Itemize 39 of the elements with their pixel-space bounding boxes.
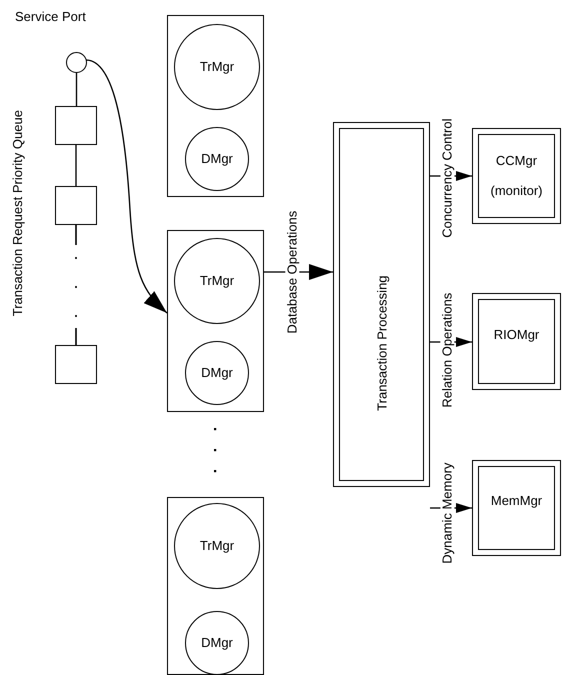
manager-circle [185, 341, 249, 405]
node-label: Transaction Processing [375, 275, 390, 411]
port-circle [66, 52, 87, 73]
process-box [333, 122, 430, 487]
queue-slot [55, 106, 97, 145]
queue-slot [55, 186, 97, 225]
edge-label: Dynamic Memory [440, 462, 454, 565]
node-label: RIOMgr [494, 326, 540, 342]
edge-label: Concurrency Control [440, 118, 454, 239]
queue-label: Transaction Request Priority Queue [10, 110, 26, 316]
connector-line [75, 225, 77, 345]
node-label: DMgr [201, 365, 233, 381]
process-box [472, 460, 561, 556]
node-label: DMgr [201, 635, 233, 651]
container-box [167, 15, 264, 197]
manager-circle [174, 238, 260, 324]
node-label: TrMgr [200, 59, 234, 75]
node-label: (monitor) [490, 183, 542, 199]
edge-label: Database Operations [284, 210, 300, 335]
arrow [86, 59, 168, 314]
process-box [472, 293, 561, 390]
queue-slot [55, 345, 97, 384]
manager-circle [174, 24, 260, 110]
container-box [167, 497, 264, 675]
connector-line [76, 73, 78, 106]
manager-circle [174, 503, 260, 589]
arrow [264, 264, 333, 280]
connector-line [75, 145, 77, 186]
node-label: DMgr [201, 151, 233, 167]
container-box [167, 230, 264, 412]
node-label: TrMgr [200, 538, 234, 554]
node-label: TrMgr [200, 273, 234, 289]
manager-circle [185, 127, 249, 191]
node-label: MemMgr [490, 493, 542, 509]
node-label: CCMgr [496, 153, 538, 169]
port-label: Service Port [15, 9, 86, 25]
manager-circle [185, 611, 249, 675]
process-box [472, 128, 561, 224]
edge-label: Relation Operations [440, 292, 454, 409]
